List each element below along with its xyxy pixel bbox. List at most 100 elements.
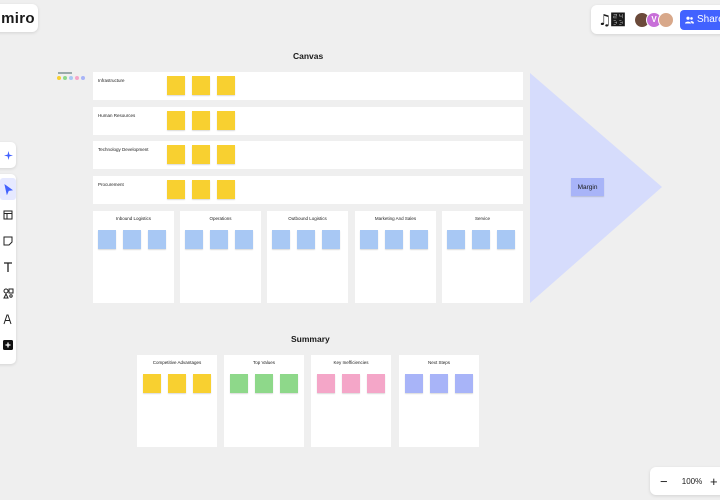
column-label: Operations (209, 216, 232, 221)
select-tool[interactable] (0, 178, 16, 200)
sticky-note[interactable] (167, 111, 185, 130)
primary-column[interactable]: Outbound Logistics (267, 211, 348, 303)
row-label: Technology Development (98, 147, 149, 152)
sticky-note[interactable] (210, 230, 228, 249)
summary-column[interactable]: Competitive Advantages (137, 355, 217, 447)
sticky-group (167, 76, 235, 95)
column-label: Service (474, 216, 490, 221)
zoom-level[interactable]: 100% (681, 476, 703, 486)
support-row[interactable]: Technology Development (93, 141, 523, 169)
sticky-note[interactable] (185, 230, 203, 249)
sticky-note[interactable] (217, 111, 235, 130)
collaboration-bar: ♫␳ V Share (591, 5, 720, 34)
avatar[interactable] (658, 11, 674, 28)
sticky-note[interactable] (98, 230, 116, 249)
sticky-note[interactable] (367, 374, 385, 393)
sticky-note[interactable] (342, 374, 360, 393)
sticky-note[interactable] (123, 230, 141, 249)
sticky-note[interactable] (497, 230, 515, 249)
pen-tool[interactable] (0, 308, 16, 330)
column-label: Marketing And Sales (374, 216, 417, 221)
sticky-note[interactable] (472, 230, 490, 249)
sticky-note[interactable] (272, 230, 290, 249)
sticky-note[interactable] (317, 374, 335, 393)
sticky-note[interactable] (455, 374, 473, 393)
sticky-note[interactable] (217, 145, 235, 164)
avatar-group[interactable]: V (634, 11, 674, 28)
text-icon (4, 261, 12, 272)
sticky-group (405, 374, 473, 393)
share-button[interactable]: Share (680, 9, 720, 30)
frame-tool[interactable] (0, 204, 16, 226)
summary-column[interactable]: Next Steps (399, 355, 479, 447)
sticky-note[interactable] (385, 230, 403, 249)
column-label: Outbound Logistics (288, 216, 327, 221)
legend-dot (75, 76, 79, 80)
sparkle-icon (3, 150, 13, 160)
sticky-note-icon (3, 236, 13, 246)
primary-column[interactable]: Inbound Logistics (93, 211, 174, 303)
sticky-group (143, 374, 211, 393)
sticky-note[interactable] (297, 230, 315, 249)
more-tools[interactable] (0, 334, 16, 356)
sticky-note[interactable] (410, 230, 428, 249)
column-label: Top Values (253, 360, 275, 365)
share-label: Share (697, 14, 720, 25)
sticky-note[interactable] (447, 230, 465, 249)
column-label: Inbound Logistics (115, 216, 152, 221)
zoom-out-button[interactable]: − (660, 473, 668, 489)
sticky-note[interactable] (430, 374, 448, 393)
row-label: Human Resources (98, 113, 136, 118)
zoom-control: − 100% + (650, 467, 720, 495)
sticky-note[interactable] (193, 374, 211, 393)
summary-column[interactable]: Key Inefficiencies (311, 355, 391, 447)
sticky-note[interactable] (405, 374, 423, 393)
sticky-note[interactable] (360, 230, 378, 249)
sticky-note[interactable] (143, 374, 161, 393)
sticky-group (360, 230, 428, 249)
sticky-tool[interactable] (0, 230, 16, 252)
logo[interactable]: miro (0, 4, 38, 32)
sticky-group (272, 230, 340, 249)
sticky-group (317, 374, 385, 393)
sticky-note[interactable] (235, 230, 253, 249)
support-row[interactable]: Human Resources (93, 107, 523, 135)
sticky-note[interactable] (280, 374, 298, 393)
zoom-in-button[interactable]: + (710, 473, 718, 489)
legend-dot (69, 76, 73, 80)
sticky-note[interactable] (167, 145, 185, 164)
summary-column[interactable]: Top Values (224, 355, 304, 447)
ai-assist-button[interactable] (0, 142, 16, 168)
primary-column[interactable]: Operations (180, 211, 261, 303)
logo-text: miro (1, 9, 35, 27)
sticky-note[interactable] (322, 230, 340, 249)
text-tool[interactable] (0, 256, 16, 278)
sticky-note[interactable] (192, 145, 210, 164)
sticky-note[interactable] (255, 374, 273, 393)
plus-icon (3, 340, 13, 350)
sticky-note[interactable] (167, 180, 185, 199)
primary-column[interactable]: Marketing And Sales (355, 211, 436, 303)
sticky-note[interactable] (192, 180, 210, 199)
column-label: Next Steps (427, 360, 450, 365)
support-row[interactable]: Infrastructure (93, 72, 523, 100)
row-label: Infrastructure (98, 78, 125, 83)
pen-icon (3, 314, 12, 324)
sticky-group (98, 230, 166, 249)
sticky-note[interactable] (217, 76, 235, 95)
sticky-note[interactable] (192, 111, 210, 130)
sticky-note[interactable] (167, 76, 185, 95)
primary-column[interactable]: Service (442, 211, 523, 303)
support-row[interactable]: Procurement (93, 176, 523, 204)
sticky-note[interactable] (230, 374, 248, 393)
shapes-tool[interactable] (0, 282, 16, 304)
sticky-note[interactable] (192, 76, 210, 95)
margin-sticky[interactable]: Margin (571, 178, 604, 196)
sticky-note[interactable] (148, 230, 166, 249)
legend-dot (57, 76, 61, 80)
row-label: Procurement (98, 182, 124, 187)
sticky-note[interactable] (168, 374, 186, 393)
creation-toolbar (0, 174, 16, 364)
board-icon[interactable]: ♫␳ (598, 10, 625, 29)
sticky-note[interactable] (217, 180, 235, 199)
